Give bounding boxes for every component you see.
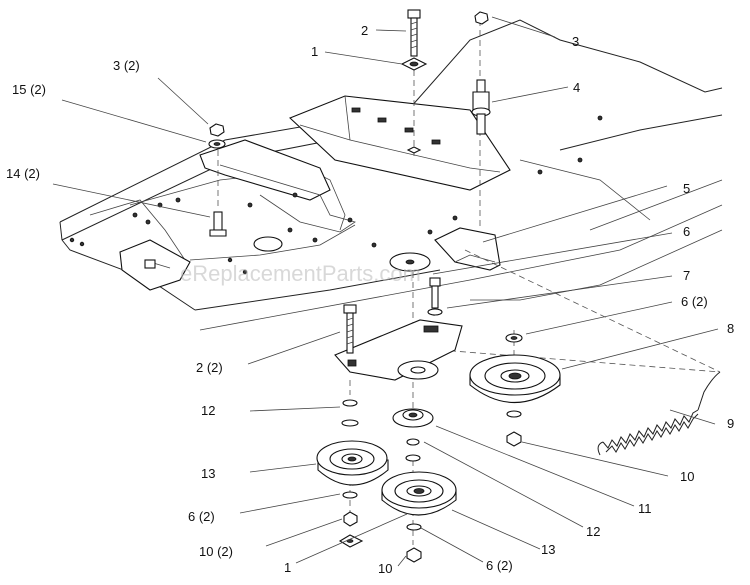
spring-9 [597, 371, 721, 456]
watermark: eReplacementParts.com [180, 261, 421, 286]
callout-3-2: 3 (2) [113, 58, 140, 73]
idler-assembly [334, 277, 463, 381]
callout-15-2: 15 (2) [12, 82, 46, 97]
left-stack [316, 399, 389, 548]
callout-1-bot: 1 [284, 560, 291, 575]
callout-6-2-b: 6 (2) [188, 509, 215, 524]
top-hardware [208, 9, 491, 237]
washer-1-top [400, 57, 428, 71]
callout-13-a: 13 [201, 466, 215, 481]
callout-9: 9 [727, 416, 734, 431]
callout-8: 8 [727, 321, 734, 336]
callout-6-2-c: 6 (2) [486, 558, 513, 573]
nut-3-top [474, 11, 489, 25]
center-stack [381, 408, 457, 563]
callout-11: 11 [638, 501, 652, 516]
washer-5 [389, 252, 431, 272]
callout-12-a: 12 [201, 403, 215, 418]
callout-3-top: 3 [572, 34, 579, 49]
washer-15-2 [208, 139, 226, 149]
callout-6-a: 6 [683, 224, 690, 239]
callout-7: 7 [683, 268, 690, 283]
callout-14-2: 14 (2) [6, 166, 40, 181]
bolt-14-2 [209, 211, 227, 237]
pulley-8 [469, 333, 561, 447]
callout-1-top: 1 [311, 44, 318, 59]
callout-2-2: 2 (2) [196, 360, 223, 375]
callout-12-b: 12 [586, 524, 600, 539]
stud-4 [471, 79, 491, 135]
bolt-2-top [407, 9, 421, 57]
nut-3-2 [209, 123, 225, 137]
frame [59, 19, 723, 331]
callout-10-b: 10 [378, 561, 392, 576]
callout-5: 5 [683, 181, 690, 196]
leader-lines [52, 16, 719, 567]
callout-4: 4 [573, 80, 580, 95]
callout-10-a: 10 [680, 469, 694, 484]
callout-6-2-a: 6 (2) [681, 294, 708, 309]
callout-13-b: 13 [541, 542, 555, 557]
callout-10-2: 10 (2) [199, 544, 233, 559]
callout-labels: 2 1 3 3 (2) 15 (2) 4 14 (2) 5 6 7 6 (2) … [6, 23, 734, 576]
callout-2-top: 2 [361, 23, 368, 38]
